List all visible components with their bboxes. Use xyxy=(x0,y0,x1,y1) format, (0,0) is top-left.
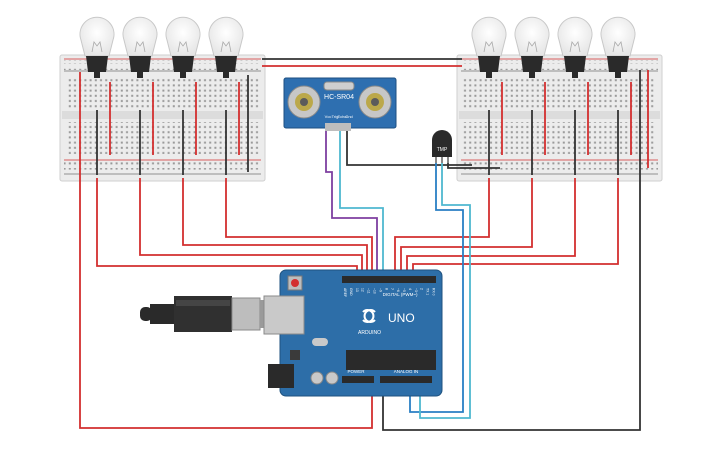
arduino-uno-board: UNO ARDUINO DIGITAL (PWM~) POWER ANALOG … xyxy=(263,269,443,397)
sensor-pin-label: Gnd xyxy=(345,114,353,119)
digital-pin-label: AREF xyxy=(343,288,347,297)
temperature-sensor: TMP xyxy=(432,130,452,163)
digital-header-label: DIGITAL (PWM~) xyxy=(383,292,418,297)
digital-pin-label: 2 xyxy=(420,288,424,290)
digital-pin-label: ~5 xyxy=(402,288,406,292)
breadboard-left xyxy=(59,54,266,182)
light-bulb-icon xyxy=(557,16,593,78)
digital-pin-label: ~11 xyxy=(367,288,371,294)
digital-pin-label: 7 xyxy=(390,288,394,290)
bulbs xyxy=(79,16,636,78)
arduino-brand-label: ARDUINO xyxy=(358,330,381,336)
digital-pin-label: 13 xyxy=(355,288,359,292)
digital-pin-label: ~3 xyxy=(414,288,418,292)
light-bulb-icon xyxy=(122,16,158,78)
digital-pin-label: 4 xyxy=(408,288,412,290)
digital-pin-label: RX 0 xyxy=(432,288,436,296)
light-bulb-icon xyxy=(165,16,201,78)
digital-pin-label: ~6 xyxy=(396,288,400,292)
light-bulb-icon xyxy=(208,16,244,78)
wires xyxy=(79,70,641,431)
power-header-label: POWER xyxy=(347,369,365,374)
digital-pin-label: ~9 xyxy=(378,288,382,292)
sensor-pin-label: Vcc xyxy=(325,114,332,119)
arduino-model-label: UNO xyxy=(388,311,415,325)
digital-pin-label: TX 1 xyxy=(426,288,430,295)
digital-pin-label: 8 xyxy=(384,288,388,290)
sensor-pin-label: Trig xyxy=(332,114,339,119)
light-bulb-icon xyxy=(471,16,507,78)
sensor-pin-label: Echo xyxy=(337,114,347,119)
analog-header-label: ANALOG IN xyxy=(394,369,419,374)
light-bulb-icon xyxy=(79,16,115,78)
digital-pin-label: ~10 xyxy=(373,288,377,294)
light-bulb-icon xyxy=(514,16,550,78)
usb-cable xyxy=(140,296,274,332)
breadboard-jumpers xyxy=(79,58,649,178)
ultrasonic-sensor: HC-SR04 Vcc Trig Echo Gnd xyxy=(283,77,397,131)
digital-pin-label: GND xyxy=(349,288,353,296)
digital-pin-label: 12 xyxy=(361,288,365,292)
sensor-model-label: HC-SR04 xyxy=(324,94,354,101)
light-bulb-icon xyxy=(600,16,636,78)
tmp-label: TMP xyxy=(437,147,448,153)
